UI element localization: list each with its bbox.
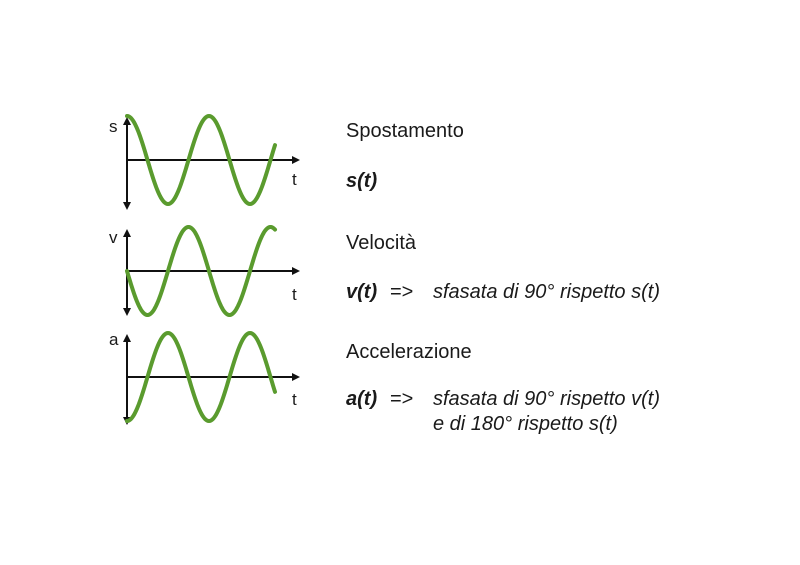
time-axis-arrowhead [292, 373, 300, 381]
velocity-axis-arrowhead-bottom [123, 308, 131, 316]
displacement-formula: s(t) [346, 170, 378, 192]
acceleration-phase-note-2: e di 180° rispetto s(t) [433, 413, 618, 435]
acceleration-formula: a(t) [346, 388, 378, 410]
velocity-graph: v t [100, 220, 310, 320]
displacement-axis-label: s [109, 117, 118, 136]
acceleration-axis-label: a [109, 330, 119, 349]
acceleration-implies-arrow: => [390, 388, 414, 410]
acceleration-axis-arrowhead-top [123, 334, 131, 342]
acceleration-title: Accelerazione [346, 341, 472, 363]
acceleration-svg: a t [109, 330, 300, 425]
time-axis-label: t [292, 390, 297, 409]
displacement-wave [125, 113, 277, 207]
time-axis-label: t [292, 170, 297, 189]
acceleration-graph: a t [100, 327, 310, 427]
acceleration-wave [125, 330, 277, 424]
time-axis-label: t [292, 285, 297, 304]
velocity-axis-arrowhead-top [123, 229, 131, 237]
velocity-phase-note: sfasata di 90° rispetto s(t) [433, 281, 660, 303]
time-axis-arrowhead [292, 156, 300, 164]
time-axis-arrowhead [292, 267, 300, 275]
velocity-implies-arrow: => [390, 281, 414, 303]
velocity-title: Velocità [346, 232, 417, 254]
displacement-axis-arrowhead-bottom [123, 202, 131, 210]
velocity-axis-label: v [109, 228, 118, 247]
velocity-formula: v(t) [346, 281, 378, 303]
velocity-svg: v t [109, 225, 300, 317]
acceleration-phase-note-1: sfasata di 90° rispetto v(t) [433, 388, 660, 410]
velocity-wave [125, 225, 277, 317]
displacement-title: Spostamento [346, 120, 464, 142]
displacement-graph: s t [100, 108, 310, 213]
displacement-axis-arrowhead-top [123, 117, 131, 125]
displacement-svg: s t [109, 113, 300, 210]
